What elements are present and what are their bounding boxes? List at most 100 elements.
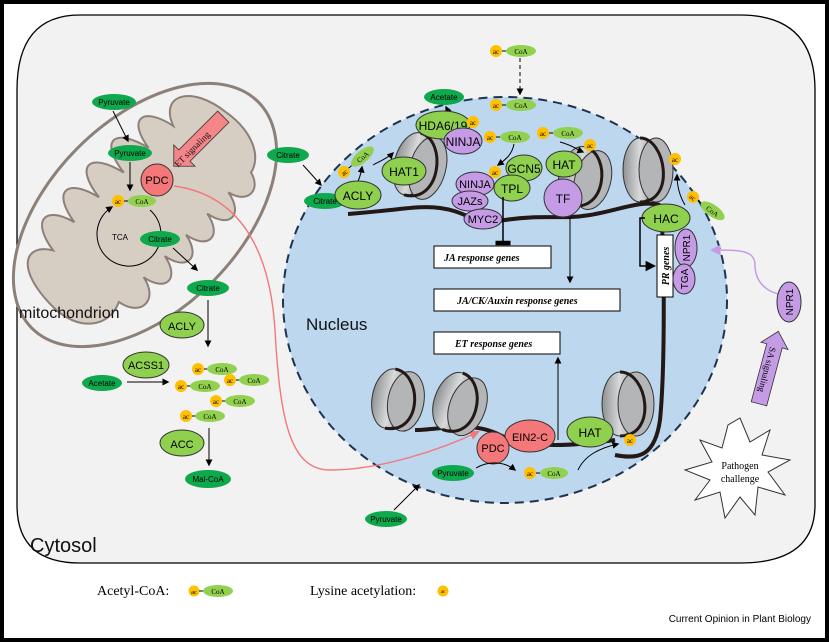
svg-text:HAT1: HAT1 (389, 165, 419, 179)
cytosol-label: Cytosol (30, 535, 97, 557)
nucleosome (601, 370, 655, 438)
mitochondrion-label: mitochondrion (19, 305, 120, 322)
jazs: JAZs (451, 190, 489, 212)
svg-text:HAC: HAC (653, 212, 679, 226)
arrow (372, 152, 394, 166)
svg-text:CoA: CoA (233, 398, 246, 406)
acetate-product: Acetate (424, 89, 464, 105)
svg-text:Pyruvate: Pyruvate (114, 149, 146, 158)
svg-text:NINJA: NINJA (446, 135, 481, 149)
npr1-translocation-path (709, 244, 790, 296)
tca-cycle-arrow (96, 206, 162, 267)
svg-text:PDC: PDC (145, 175, 168, 187)
arrow (393, 484, 420, 511)
hat-top-enzyme: HAT (545, 150, 583, 178)
mito-pyruvate-outside: Pyruvate (92, 94, 136, 110)
svg-text:CoA: CoA (247, 377, 260, 385)
svg-text:CoA: CoA (561, 130, 574, 138)
svg-text:ACSS1: ACSS1 (128, 360, 164, 372)
ac-mark: ac (467, 116, 479, 128)
ja-genes-box (433, 245, 552, 269)
ninja-top: NINJA (443, 127, 483, 155)
nucleosome (432, 371, 488, 437)
ein2c: EIN2-C (504, 419, 556, 453)
svg-text:ac: ac (493, 48, 499, 56)
ac-mark: ac (489, 166, 501, 178)
et-genes-label: ET response genes (454, 339, 532, 350)
pr-genes-label: PR genes (661, 247, 672, 286)
hac-enzyme: HAC (641, 203, 691, 233)
svg-text:ac: ac (183, 413, 189, 421)
ac-mark: ac (669, 153, 681, 165)
svg-text:MYC2: MYC2 (468, 214, 499, 226)
dna-strand-top (347, 201, 661, 224)
tca-label: TCA (112, 233, 129, 242)
legend-acetyl-coa-label: Acetyl-CoA: (97, 584, 169, 599)
tpl: TPL (493, 174, 531, 202)
tf: TF (543, 178, 583, 218)
svg-text:ac: ac (340, 168, 350, 178)
nuclear-pyruvate: Pyruvate (432, 465, 474, 481)
jack-genes-box (433, 288, 621, 312)
pathogen-challenge: Pathogen challenge (683, 417, 792, 520)
npr1-cytosolic: NPR1 (776, 281, 802, 323)
svg-text:ac: ac (195, 366, 201, 374)
svg-text:ac: ac (493, 102, 499, 110)
svg-text:Pyruvate: Pyruvate (98, 98, 130, 107)
nucleus-label: Nucleus (306, 315, 367, 334)
arrow (577, 441, 620, 471)
svg-text:ac: ac (672, 156, 678, 164)
svg-text:TGA: TGA (680, 268, 691, 289)
svg-text:ac: ac (492, 169, 498, 177)
acly-enzyme: ACLY (334, 180, 382, 210)
mito-pdc: PDC (140, 163, 174, 197)
myc2: MYC2 (463, 208, 503, 230)
mito-pyruvate-inside: Pyruvate (108, 145, 152, 161)
cytosol-malcoa: Mal-CoA (185, 470, 231, 488)
hat-bottom-enzyme: HAT (566, 416, 614, 448)
ninja-complex: NINJA (455, 171, 495, 197)
svg-text:ac: ac (540, 130, 546, 138)
activation-arrow (639, 217, 657, 272)
svg-text:TPL: TPL (501, 182, 523, 196)
svg-text:ac: ac (213, 398, 219, 406)
svg-text:Citrate: Citrate (313, 197, 337, 206)
mito-acetyl-coa: ac CoA (112, 195, 156, 207)
svg-text:ac: ac (191, 589, 197, 596)
ja-genes-label: JA response genes (443, 253, 520, 264)
ac-mark: ac (584, 139, 596, 151)
npr1-nuclear: NPR1 (674, 228, 698, 268)
mito-citrate: Citrate (140, 231, 180, 247)
svg-text:ac: ac (527, 470, 533, 478)
arrow (112, 110, 129, 143)
legend-lysine-icon: ac (437, 585, 449, 597)
svg-text:NPR1: NPR1 (785, 288, 796, 315)
svg-text:Acetate: Acetate (430, 93, 458, 102)
svg-text:CoA: CoA (547, 470, 560, 478)
arrow (496, 143, 515, 166)
hat1-enzyme: HAT1 (381, 156, 427, 186)
svg-text:ac: ac (587, 142, 593, 150)
tga: TGA (672, 263, 696, 295)
arrow (673, 173, 686, 206)
cytosol-acss1: ACSS1 (122, 351, 170, 379)
hat-acetyl-coa: ac CoA (537, 127, 583, 139)
pdc-nuclear: PDC (476, 431, 510, 465)
arrow (302, 164, 322, 187)
svg-text:CoA: CoA (135, 198, 148, 206)
arrow (172, 247, 199, 271)
svg-text:CoA: CoA (198, 383, 211, 391)
svg-text:CoA: CoA (508, 134, 521, 142)
ac-mark: ac (624, 434, 636, 446)
svg-text:HAT: HAT (552, 158, 576, 172)
svg-text:EIN2-C: EIN2-C (512, 432, 548, 444)
svg-text:ac: ac (470, 119, 476, 127)
svg-text:Citrate: Citrate (148, 235, 172, 244)
nucleosome (622, 136, 674, 204)
